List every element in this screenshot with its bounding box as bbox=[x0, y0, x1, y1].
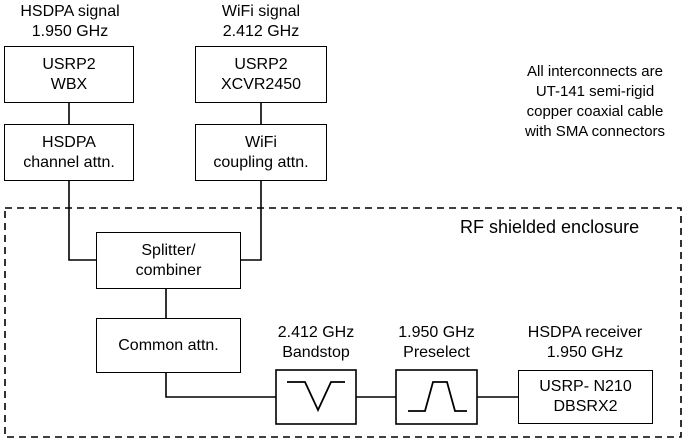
common-attn-block: Common attn. bbox=[96, 318, 241, 373]
preselect-name: Preselect bbox=[403, 344, 470, 361]
bandstop-freq: 2.412 GHz bbox=[277, 324, 355, 341]
preselect-filter-box bbox=[395, 369, 478, 425]
hsdpa-attn-line2: channel attn. bbox=[23, 153, 115, 171]
splitter-line2: combiner bbox=[135, 261, 202, 279]
receiver-caption-freq: 1.950 GHz bbox=[546, 344, 624, 361]
note-line-3: copper coaxial cable bbox=[526, 103, 664, 120]
wifi-attn-line2: coupling attn. bbox=[213, 153, 309, 171]
hsdpa-attn-line1: HSDPA bbox=[42, 133, 96, 151]
bandstop-caption: 2.412 GHz Bandstop bbox=[256, 323, 376, 363]
wire-wifi-attn-splitter bbox=[241, 181, 262, 261]
wire-common-attn-bandstop bbox=[165, 373, 276, 398]
common-attn-label: Common attn. bbox=[118, 336, 219, 354]
wifi-coupling-attn-block: WiFi coupling attn. bbox=[195, 124, 327, 181]
usrp-n210-receiver-block: USRP- N210 DBSRX2 bbox=[518, 370, 653, 424]
preselect-caption: 1.950 GHz Preselect bbox=[376, 323, 497, 363]
usrp2-xcvr-line2: XCVR2450 bbox=[220, 75, 302, 93]
note-line-4: with SMA connectors bbox=[524, 123, 666, 140]
bandpass-response-icon bbox=[408, 381, 467, 412]
usrp2-wbx-block: USRP2 WBX bbox=[4, 46, 134, 103]
rf-enclosure-border bbox=[4, 207, 682, 438]
receiver-caption: HSDPA receiver 1.950 GHz bbox=[500, 323, 670, 363]
hsdpa-channel-attn-block: HSDPA channel attn. bbox=[4, 124, 134, 181]
wifi-signal-title: WiFi signal bbox=[221, 3, 301, 20]
bandstop-response-icon bbox=[287, 381, 345, 413]
bandstop-name: Bandstop bbox=[282, 344, 350, 361]
splitter-line1: Splitter/ bbox=[141, 241, 196, 259]
rf-enclosure-label: RF shielded enclosure bbox=[460, 217, 640, 237]
usrp2-xcvr-line1: USRP2 bbox=[234, 55, 288, 73]
wifi-attn-line1: WiFi bbox=[245, 133, 277, 151]
wifi-signal-label: WiFi signal 2.412 GHz bbox=[195, 2, 327, 42]
note-line-1: All interconnects are bbox=[527, 63, 663, 80]
wire-hsdpa-attn-splitter bbox=[68, 181, 96, 261]
receiver-line2: DBSRX2 bbox=[553, 398, 618, 415]
receiver-caption-title: HSDPA receiver bbox=[527, 324, 643, 341]
hsdpa-signal-label: HSDPA signal 1.950 GHz bbox=[4, 2, 136, 42]
receiver-line1: USRP- N210 bbox=[539, 378, 632, 395]
splitter-combiner-block: Splitter/ combiner bbox=[96, 232, 241, 289]
usrp2-xcvr2450-block: USRP2 XCVR2450 bbox=[195, 46, 327, 103]
hsdpa-signal-freq: 1.950 GHz bbox=[31, 23, 109, 40]
bandstop-filter-box bbox=[275, 369, 357, 425]
usrp2-wbx-line1: USRP2 bbox=[42, 55, 96, 73]
usrp2-wbx-line2: WBX bbox=[50, 75, 88, 93]
note-line-2: UT-141 semi-rigid bbox=[535, 83, 655, 100]
preselect-freq: 1.950 GHz bbox=[398, 324, 475, 341]
interconnect-note: All interconnects are UT-141 semi-rigid … bbox=[510, 62, 680, 142]
hsdpa-signal-title: HSDPA signal bbox=[20, 3, 120, 20]
wifi-signal-freq: 2.412 GHz bbox=[222, 23, 300, 40]
